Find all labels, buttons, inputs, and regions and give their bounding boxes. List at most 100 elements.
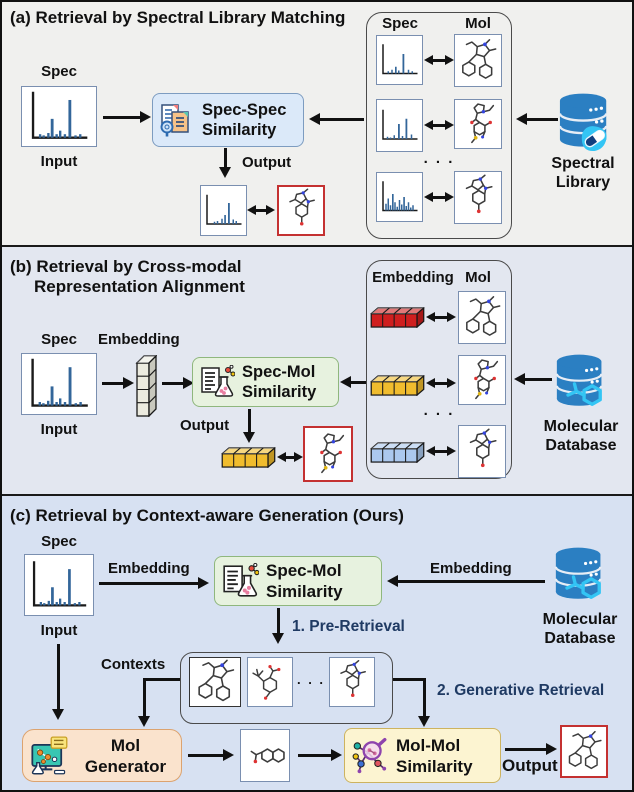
- context-molecule-box: [189, 657, 241, 707]
- library-molecule-box: [458, 425, 506, 478]
- input-spectrum-box: [21, 86, 97, 147]
- library-spectrum-box: [376, 35, 423, 85]
- arrow-input-embedding-to-similarity: [99, 582, 199, 585]
- arrow-molecule-to-similarity: [298, 754, 332, 757]
- molecule-icon: [568, 730, 602, 770]
- contexts-label: Contexts: [101, 656, 166, 673]
- generated-molecule-box: [240, 729, 290, 782]
- panel-a-title: (a) Retrieval by Spectral Library Matchi…: [10, 8, 346, 27]
- panel-c: (c) Retrieval by Context-aware Generatio…: [2, 496, 632, 790]
- arrow-input-to-generator: [57, 644, 60, 710]
- embedding-left-label: Embedding: [108, 560, 190, 577]
- embedding-right-label: Embedding: [430, 560, 512, 577]
- arrow-similarity-to-output: [505, 748, 547, 751]
- retrieved-molecule-box: [277, 185, 325, 236]
- molecule-icon: [289, 188, 315, 227]
- elbow-contexts-to-generator-down: [143, 678, 146, 717]
- input-spectrum-box: [21, 353, 97, 415]
- context-molecule-box: [247, 657, 293, 707]
- database-liver-pill-icon: [558, 92, 612, 154]
- panel-b: (b) Retrieval by Cross-modal Representat…: [2, 247, 632, 496]
- library-ellipsis: . . .: [423, 402, 455, 419]
- spec-label: Spec: [41, 533, 77, 550]
- document-flask-icon: [201, 365, 235, 397]
- library-spectrum-box: [376, 172, 423, 222]
- library-spectrum-box: [376, 99, 423, 152]
- library-col-mol: Mol: [465, 15, 491, 32]
- arrow-input-to-embedding: [102, 382, 124, 385]
- arrow-library-to-similarity: [350, 381, 366, 384]
- contexts-group: [180, 652, 393, 724]
- retrieved-molecule-box: [560, 725, 608, 778]
- arrow-input-to-similarity: [103, 116, 141, 119]
- arrow-embedding-to-similarity: [162, 382, 184, 385]
- output-label: Output: [502, 756, 558, 775]
- output-label: Output: [242, 154, 292, 171]
- input-label: Input: [40, 153, 78, 170]
- output-embedding-cubes: [220, 447, 276, 468]
- library-col-embedding: Embedding: [372, 269, 454, 286]
- elbow-contexts-to-molmol-down: [423, 678, 426, 717]
- contexts-ellipsis: . . .: [296, 672, 326, 687]
- double-arrow-output-pair: [255, 209, 267, 212]
- molecule-magnifier-icon: [351, 737, 388, 775]
- pre-retrieval-label: 1. Pre-Retrieval: [292, 618, 405, 635]
- spectrum-icon: [31, 357, 90, 407]
- embedding-label: Embedding: [98, 331, 180, 348]
- arrow-similarity-to-output: [224, 148, 227, 168]
- double-arrow: [432, 59, 446, 62]
- spectrum-icon: [206, 194, 243, 225]
- context-molecule-box: [329, 657, 375, 707]
- double-arrow-output-pair: [285, 456, 295, 459]
- double-arrow: [434, 382, 448, 385]
- output-label: Output: [180, 417, 230, 434]
- library-molecule-box: [454, 34, 502, 87]
- embedding-cubes-yellow: [369, 375, 425, 396]
- arrow-library-to-similarity: [319, 118, 364, 121]
- panel-c-title: (c) Retrieval by Context-aware Generatio…: [10, 506, 404, 525]
- output-spectrum-box: [200, 185, 247, 236]
- double-arrow: [432, 124, 446, 127]
- input-label: Input: [40, 622, 78, 639]
- embedding-cubes-vertical: [135, 355, 157, 417]
- elbow-contexts-to-molmol: [393, 678, 426, 681]
- database-molecule-icon: [554, 546, 606, 606]
- library-molecule-box: [458, 355, 506, 405]
- library-ellipsis: . . .: [423, 150, 455, 167]
- library-molecule-box: [458, 291, 506, 344]
- library-col-spec: Spec: [382, 15, 418, 32]
- document-flask-icon: [223, 563, 259, 597]
- arrow-generator-to-molecule: [188, 754, 224, 757]
- spectrum-icon: [31, 90, 89, 139]
- panel-a: (a) Retrieval by Spectral Library Matchi…: [2, 2, 632, 247]
- database-molecule-icon: [555, 353, 607, 413]
- spec-label: Spec: [41, 63, 77, 80]
- library-molecule-box: [454, 171, 502, 224]
- computer-monitor-icon: [31, 735, 68, 775]
- library-col-mol: Mol: [465, 269, 491, 286]
- input-spectrum-box: [24, 554, 94, 616]
- arrow-database-to-library: [526, 118, 558, 121]
- retrieved-molecule-box: [303, 426, 353, 482]
- spectrum-icon: [32, 560, 88, 607]
- molecule-icon: [319, 433, 345, 474]
- embedding-cubes-blue: [369, 442, 425, 463]
- embedding-cubes-red: [369, 307, 425, 328]
- spectral-library-group: [366, 12, 512, 239]
- double-arrow: [432, 196, 446, 199]
- panel-b-title-line2: Representation Alignment: [34, 277, 245, 296]
- arrow-database-to-similarity: [397, 580, 545, 583]
- molecule-icon: [250, 748, 285, 765]
- panel-b-title-line1: (b) Retrieval by Cross-modal: [10, 257, 242, 276]
- spec-label: Spec: [41, 331, 77, 348]
